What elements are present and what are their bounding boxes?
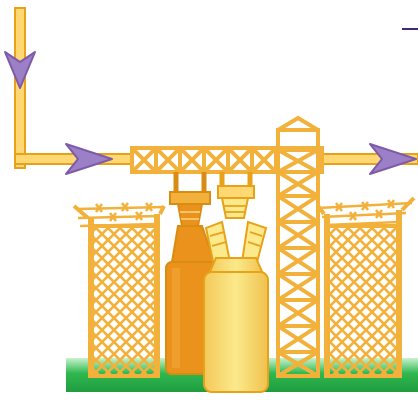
barbed-wire-icon <box>75 202 165 228</box>
barbed-wire-icon <box>317 199 413 227</box>
arrowhead-icon <box>65 143 113 175</box>
arrowhead-icon <box>4 51 36 89</box>
lattice-gantry-icon <box>130 146 324 174</box>
transformer-icon <box>203 172 269 393</box>
feed-line <box>14 7 134 169</box>
chain-link-fence-icon <box>316 196 416 378</box>
lattice-tower-icon <box>276 115 320 378</box>
arrowhead-icon <box>369 143 417 175</box>
chain-link-fence-icon <box>72 202 166 378</box>
